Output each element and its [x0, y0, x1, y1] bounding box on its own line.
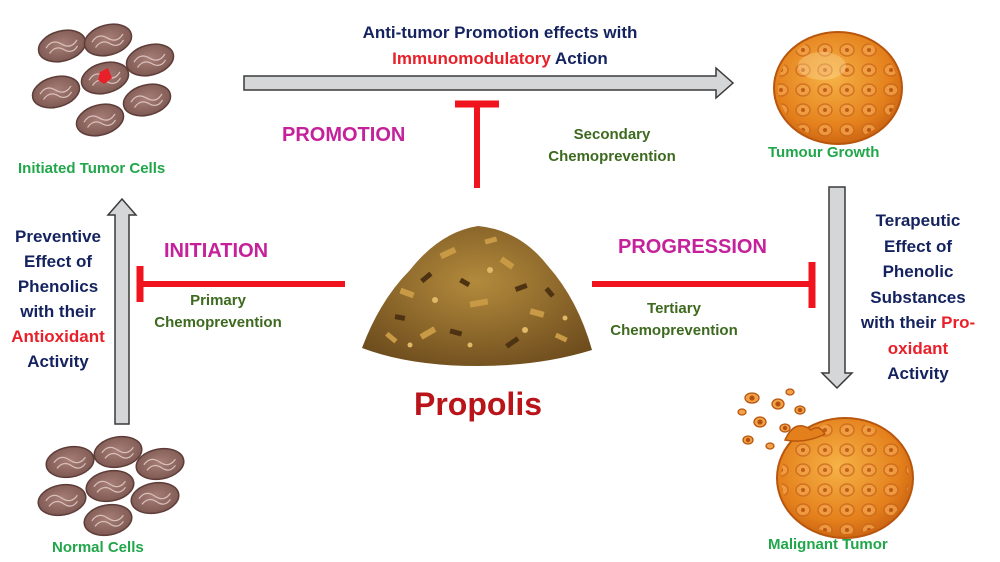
- right-caption-line: with their Pro-: [848, 310, 988, 336]
- propolis-pile-icon: [362, 226, 592, 366]
- arrow-right-icon: [243, 66, 735, 100]
- left-caption-line: Effect of: [24, 252, 92, 271]
- right-caption: Terapeutic Effect of Phenolic Substances…: [848, 208, 988, 387]
- right-caption-line: Terapeutic: [875, 211, 961, 230]
- tumour-growth-label: Tumour Growth: [768, 144, 880, 161]
- propolis-label: Propolis: [413, 386, 542, 422]
- primary-chemoprevention: Primary Chemoprevention: [130, 290, 306, 334]
- arrow-down-icon: [820, 186, 854, 390]
- top-caption: Anti-tumor Promotion effects with Immuno…: [300, 20, 700, 72]
- left-caption-line: Preventive: [15, 227, 101, 246]
- initiation-label: INITIATION: [164, 240, 269, 262]
- cell-cluster-icon: [31, 23, 175, 137]
- cell-cluster-icon: [37, 435, 185, 537]
- oxidant-text: oxidant: [887, 338, 949, 358]
- arrow-up-icon: [106, 197, 138, 425]
- right-caption-line: Phenolic: [882, 262, 954, 281]
- with-their-text: with their: [860, 313, 942, 332]
- top-caption-line2: Immunomodulatory Action: [300, 46, 700, 72]
- left-caption-line: with their: [20, 302, 96, 321]
- progression-label: PROGRESSION: [618, 236, 767, 258]
- immunomodulatory-text: Immunomodulatory: [392, 49, 551, 68]
- promotion-label: PROMOTION: [282, 124, 406, 146]
- antioxidant-text: Antioxidant: [11, 327, 105, 346]
- tumor-icon: [737, 388, 914, 539]
- normal-cells-label: Normal Cells: [52, 539, 144, 556]
- tertiary-label: Tertiary: [647, 300, 701, 317]
- left-caption-line: Activity: [27, 352, 89, 371]
- secondary-chemoprevention: Secondary Chemoprevention: [524, 124, 700, 168]
- tertiary-chemoprevention: Tertiary Chemoprevention: [586, 298, 762, 342]
- tertiary-chemoprevention-label: Chemoprevention: [610, 322, 738, 339]
- tumor-icon: [773, 31, 903, 145]
- top-caption-line1: Anti-tumor Promotion effects with: [362, 23, 638, 42]
- left-caption-line: Phenolics: [17, 277, 99, 296]
- right-caption-line: Effect of: [884, 236, 952, 256]
- initiated-cells-label: Initiated Tumor Cells: [18, 160, 166, 177]
- primary-chemoprevention-label: Chemoprevention: [154, 314, 282, 331]
- primary-label: Primary: [190, 292, 246, 309]
- pro-text: Pro-: [941, 313, 976, 332]
- secondary-chemoprevention-label: Chemoprevention: [548, 148, 676, 165]
- left-caption: Preventive Effect of Phenolics with thei…: [0, 224, 116, 374]
- inhibition-bar-icon: [136, 100, 816, 308]
- right-caption-line: Activity: [887, 364, 949, 383]
- action-text: Action: [550, 49, 608, 68]
- right-caption-line: Substances: [870, 287, 966, 307]
- secondary-label: Secondary: [573, 126, 651, 143]
- malignant-tumor-label: Malignant Tumor: [768, 536, 888, 553]
